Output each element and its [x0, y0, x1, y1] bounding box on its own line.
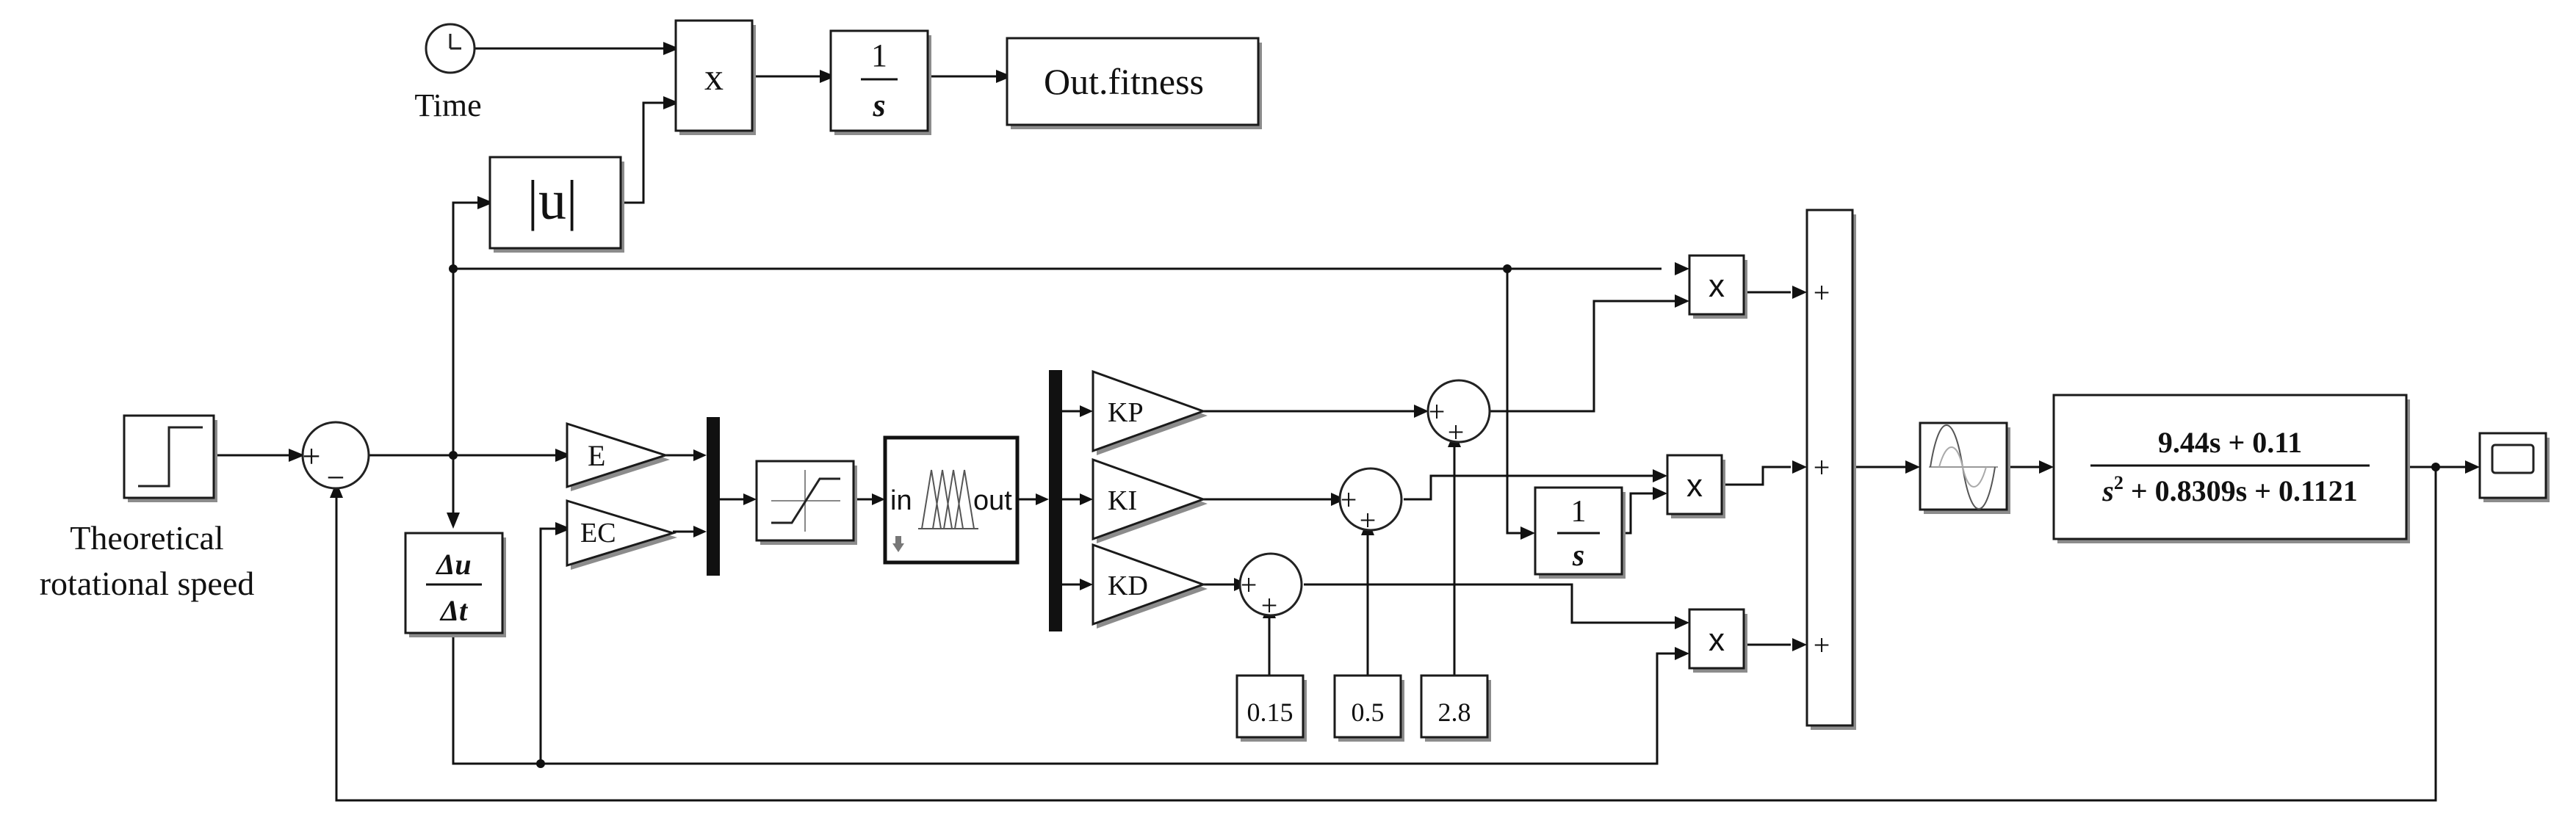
- error-sum-plus: +: [303, 438, 321, 474]
- mux-bar[interactable]: [707, 417, 720, 576]
- output-sum-plus-1: +: [1814, 276, 1830, 309]
- sum-kp-plus-left: +: [1429, 395, 1446, 428]
- integrator-ki-block[interactable]: 1 s: [1534, 486, 1626, 579]
- derivative-block[interactable]: Δu Δt: [404, 532, 506, 637]
- product-top-label: x: [704, 57, 724, 98]
- sum-kd-plus-bottom: +: [1261, 589, 1278, 622]
- derivative-num: Δu: [435, 548, 471, 581]
- sum-kd-block[interactable]: + +: [1238, 552, 1303, 622]
- abs-block[interactable]: |u|: [488, 156, 624, 253]
- tf-denominator: s2 + 0.8309s + 0.1121: [2101, 472, 2358, 507]
- junction-dots: [449, 264, 2440, 768]
- output-sum-plus-3: +: [1814, 629, 1830, 662]
- out-fitness-label: Out.fitness: [1044, 61, 1204, 102]
- product-ki-label: x: [1686, 468, 1703, 504]
- integrator-top-num: 1: [871, 37, 887, 73]
- gain-kd-block[interactable]: KD: [1092, 543, 1208, 629]
- clock-icon: [449, 34, 461, 50]
- gain-kp-label: KP: [1108, 397, 1144, 428]
- product-kd-label: x: [1709, 622, 1725, 658]
- fuzzy-out-label: out: [973, 485, 1012, 516]
- output-sum-block[interactable]: + + +: [1805, 209, 1856, 730]
- step-block[interactable]: Theoretical rotational speed: [40, 414, 255, 602]
- abs-label: |u|: [527, 170, 577, 231]
- integrator-ki-num: 1: [1571, 495, 1587, 529]
- fuzzy-controller-block[interactable]: in out: [883, 435, 1020, 565]
- const-kd-block[interactable]: 0.15: [1235, 674, 1307, 742]
- product-kp-label: x: [1709, 268, 1725, 304]
- gain-kp-block[interactable]: KP: [1092, 369, 1208, 455]
- wire-arrowheads: [289, 42, 2480, 660]
- integrator-top-den: s: [872, 87, 885, 123]
- gain-ec-label: EC: [580, 518, 616, 549]
- fuzzy-membership-icon: [918, 469, 978, 529]
- step-label-line1: Theoretical: [70, 519, 223, 557]
- sum-ki-plus-bottom: +: [1360, 504, 1377, 537]
- const-kp-value: 2.8: [1438, 698, 1471, 727]
- clock-block[interactable]: Time: [414, 23, 482, 123]
- const-ki-block[interactable]: 0.5: [1333, 674, 1404, 742]
- sum-kp-plus-bottom: +: [1448, 416, 1465, 449]
- gain-ki-label: KI: [1108, 485, 1137, 516]
- gain-e-label: E: [588, 439, 605, 472]
- scope-icon: [2491, 444, 2535, 474]
- gain-kd-label: KD: [1108, 571, 1148, 601]
- integrator-top-block[interactable]: 1 s: [829, 29, 931, 135]
- output-sum-plus-2: +: [1814, 451, 1830, 484]
- clock-label: Time: [414, 87, 481, 123]
- out-fitness-block[interactable]: Out.fitness: [1006, 37, 1262, 129]
- step-icon: [138, 426, 203, 488]
- sine-filter-icon: [1929, 424, 1998, 510]
- error-sum-block[interactable]: + −: [301, 421, 370, 496]
- sum-ki-plus-left: +: [1341, 483, 1357, 516]
- derivative-den: Δt: [439, 594, 469, 627]
- filter-block[interactable]: [1919, 421, 2010, 514]
- gain-ec-block[interactable]: EC: [566, 499, 677, 570]
- gain-ki-block[interactable]: KI: [1092, 457, 1208, 543]
- transfer-function-block[interactable]: 9.44s + 0.11 s2 + 0.8309s + 0.1121: [2052, 394, 2410, 543]
- gain-e-block[interactable]: E: [566, 421, 670, 491]
- step-label-line2: rotational speed: [40, 565, 255, 602]
- integrator-ki-den: s: [1572, 539, 1584, 573]
- product-kp-block[interactable]: x: [1688, 254, 1747, 319]
- saturation-icon: [771, 470, 840, 532]
- const-ki-value: 0.5: [1352, 698, 1385, 727]
- const-kp-block[interactable]: 2.8: [1420, 674, 1491, 742]
- scope-block[interactable]: [2478, 432, 2550, 502]
- sum-kp-block[interactable]: + +: [1426, 379, 1491, 449]
- error-sum-minus: −: [327, 460, 345, 496]
- saturation-block[interactable]: [755, 460, 857, 545]
- const-kd-value: 0.15: [1247, 698, 1294, 727]
- fuzzy-in-label: in: [890, 485, 912, 516]
- mask-arrow-icon: [892, 543, 904, 552]
- product-ki-block[interactable]: x: [1666, 454, 1725, 518]
- sum-kd-plus-left: +: [1241, 568, 1258, 601]
- demux-bar[interactable]: [1049, 370, 1062, 631]
- product-top-block[interactable]: x: [674, 19, 756, 135]
- product-kd-block[interactable]: x: [1688, 608, 1747, 673]
- sum-ki-block[interactable]: + +: [1338, 467, 1403, 537]
- tf-numerator: 9.44s + 0.11: [2158, 426, 2302, 459]
